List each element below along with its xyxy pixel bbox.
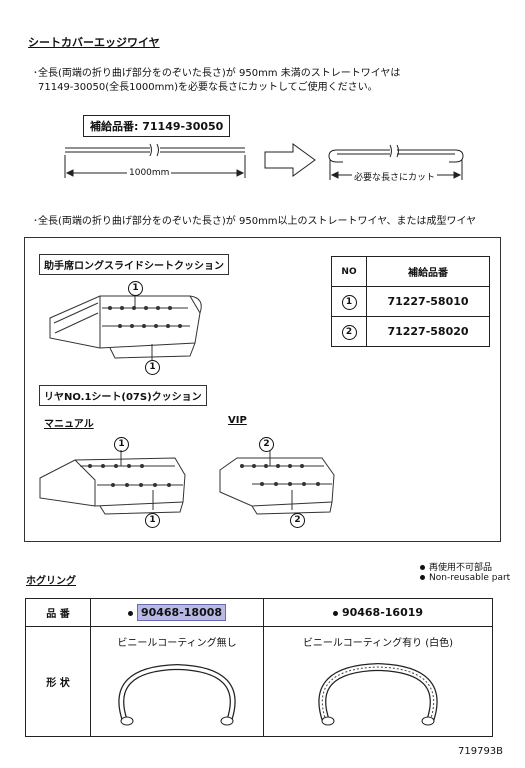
row-label-part: 品 番 <box>25 598 91 627</box>
row-number: 1 <box>341 294 357 310</box>
section1-title: 助手席ロングスライドシートクッション <box>39 254 229 275</box>
bullet-icon <box>420 575 425 580</box>
seat-cushion-illustration-1 <box>49 295 202 360</box>
table-row: 2 71227-58020 <box>331 316 490 347</box>
shape-desc-2: ビニールコーティング有り (白色) <box>302 638 454 649</box>
part-number-table: NO 補給品番 1 71227-58010 2 71227-58020 <box>331 256 490 347</box>
section2-title: リヤNO.1シート(07S)クッション <box>39 385 207 406</box>
row-number: 2 <box>341 324 357 340</box>
table-header-no: NO <box>331 256 367 287</box>
hog-ring-title: ホグリング <box>26 576 76 587</box>
table-row: 1 71227-58010 <box>331 286 490 317</box>
callout-1-top: 1 <box>128 281 143 296</box>
shape-cell-1: ビニールコーティング無し <box>90 626 264 737</box>
shape-desc-1: ビニールコーティング無し <box>117 638 237 649</box>
dimension-label: 1000mm <box>127 168 172 178</box>
row-part-number: 71227-58020 <box>366 316 490 347</box>
callout-1-manual-bottom: 1 <box>145 513 160 528</box>
table-header-part: 補給品番 <box>366 256 490 287</box>
callout-2-vip-top: 2 <box>259 437 274 452</box>
note-line-2: 71149-30050(全長1000mm)を必要な長さにカットしてご使用ください… <box>38 82 378 93</box>
hog-ring-coated-icon <box>318 662 438 726</box>
page-title: シートカバーエッジワイヤ <box>28 36 160 49</box>
part-number-2: 90468-16019 <box>341 606 424 619</box>
part-cell-1: 90468-18008 <box>90 598 264 627</box>
right-arrow-icon <box>264 143 316 177</box>
legend-jp: 再使用不可部品 <box>420 560 492 573</box>
row-label-shape: 形 状 <box>25 626 91 737</box>
manual-label: マニュアル <box>44 419 94 430</box>
cut-label: 必要な長さにカット <box>352 170 438 183</box>
legend-en: Non-reusable part <box>420 573 510 583</box>
seat-cushion-illustration-manual <box>39 450 186 515</box>
wire-diagram <box>64 143 464 180</box>
note-line-1: ･全長(両端の折り曲げ部分をのぞいた長さ)が 950mm 未満のストレートワイヤ… <box>33 68 401 79</box>
callout-2-vip-bottom: 2 <box>290 513 305 528</box>
part-cell-2: 90468-16019 <box>263 598 493 627</box>
part-number-1: 90468-18008 <box>136 604 227 621</box>
hog-ring-plain-icon <box>118 663 236 726</box>
document-number: 719793B <box>458 746 504 757</box>
callout-1-bottom: 1 <box>145 360 160 375</box>
callout-1-manual-top: 1 <box>114 437 129 452</box>
bullet-icon <box>420 565 425 570</box>
supply-part-box: 補給品番: 71149-30050 <box>83 115 231 137</box>
hog-ring-table: 品 番 90468-18008 90468-16019 形 状 ビニールコーティ… <box>25 598 493 737</box>
row-part-number: 71227-58010 <box>366 286 490 317</box>
note-2: ･全長(両端の折り曲げ部分をのぞいた長さ)が 950mm以上のストレートワイヤ、… <box>33 216 477 227</box>
non-reusable-bullet-icon <box>127 610 133 616</box>
shape-cell-2: ビニールコーティング有り (白色) <box>263 626 493 737</box>
vip-label: VIP <box>228 415 247 426</box>
non-reusable-bullet-icon <box>332 610 338 616</box>
seat-panel <box>24 237 501 542</box>
seat-cushion-illustration-vip <box>219 450 335 515</box>
